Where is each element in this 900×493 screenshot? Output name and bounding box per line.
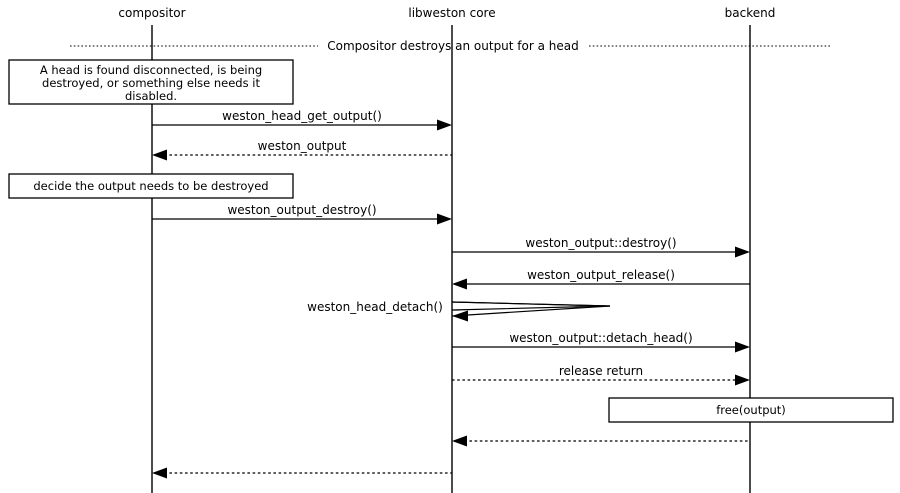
- message-weston-head-get-output[interactable]: weston_head_get_output(): [152, 109, 452, 131]
- message-label-weston-output-release: weston_output_release(): [527, 268, 675, 282]
- note-decide-destroy: decide the output needs to be destroyed: [8, 173, 294, 199]
- message-label-weston-head-get-output: weston_head_get_output(): [222, 109, 382, 123]
- message-backend-return[interactable]: [452, 435, 750, 447]
- actor-header-libweston[interactable]: libweston core: [408, 6, 495, 20]
- arrowhead-right-icon: [437, 119, 452, 131]
- note-decide-destroy-box: [8, 173, 294, 199]
- actor-label-compositor: compositor: [118, 6, 185, 20]
- note-free-output-text: free(output): [716, 403, 786, 417]
- arrowhead-right-icon: [735, 246, 750, 258]
- actor-label-libweston: libweston core: [408, 6, 495, 20]
- note-decide-destroy-text: decide the output needs to be destroyed: [33, 179, 268, 193]
- message-label-weston-output-destroy: weston_output_destroy(): [227, 203, 376, 217]
- divider-label: Compositor destroys an output for a head: [327, 39, 579, 53]
- note-head-disconnected-line3: disabled.: [125, 89, 177, 103]
- message-label-weston-head-detach: weston_head_detach(): [307, 300, 443, 314]
- message-weston-head-detach[interactable]: weston_head_detach(): [307, 300, 611, 322]
- message-label-weston-output-detach-head: weston_output::detach_head(): [509, 331, 692, 345]
- actor-header-compositor[interactable]: compositor: [118, 6, 185, 20]
- selfloop-line-top: [451, 301, 611, 307]
- message-weston-output-destroy[interactable]: weston_output_destroy(): [152, 203, 452, 225]
- message-weston-output-destroy-vfunc[interactable]: weston_output::destroy(): [452, 236, 750, 258]
- arrowhead-right-icon: [735, 374, 750, 386]
- note-free-output: free(output): [608, 397, 894, 423]
- arrowhead-left-icon: [452, 278, 467, 290]
- message-release-return[interactable]: release return: [452, 364, 750, 386]
- message-weston-output-release[interactable]: weston_output_release(): [452, 268, 750, 290]
- arrowhead-right-icon: [437, 213, 452, 225]
- note-head-disconnected: A head is found disconnected, is being d…: [8, 59, 294, 105]
- arrowhead-left-icon: [452, 435, 467, 447]
- note-head-disconnected-line1: A head is found disconnected, is being: [40, 63, 262, 77]
- message-label-weston-output-destroy-vfunc: weston_output::destroy(): [525, 236, 676, 250]
- selfloop-line-bottom: [451, 305, 611, 317]
- arrowhead-right-icon: [735, 341, 750, 353]
- actor-header-backend[interactable]: backend: [725, 6, 776, 20]
- message-weston-output-detach-head[interactable]: weston_output::detach_head(): [452, 331, 750, 353]
- arrowhead-left-icon: [152, 467, 167, 479]
- note-head-disconnected-box: [8, 59, 294, 105]
- actor-label-backend: backend: [725, 6, 776, 20]
- arrowhead-left-icon: [452, 310, 468, 322]
- arrowhead-left-icon: [152, 149, 167, 161]
- message-label-weston-output-return: weston_output: [258, 139, 347, 153]
- note-head-disconnected-line2: destroyed, or something else needs it: [42, 76, 260, 90]
- message-label-release-return: release return: [559, 364, 643, 378]
- note-free-output-box: [608, 397, 894, 423]
- message-weston-output-return[interactable]: weston_output: [152, 139, 452, 161]
- message-destroy-return[interactable]: [152, 467, 452, 479]
